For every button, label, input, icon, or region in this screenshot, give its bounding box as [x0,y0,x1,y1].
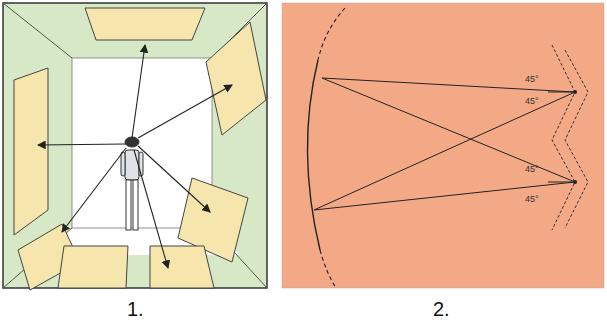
panel-number: 2. [433,298,450,321]
angle-label: 45° [525,96,539,106]
angle-label: 45° [525,74,539,84]
panel-number: 1. [127,298,144,321]
reflection-geometry [282,3,604,288]
angle-label: 45° [525,164,539,174]
room-figure [3,3,267,290]
angle-label: 45° [525,194,539,204]
